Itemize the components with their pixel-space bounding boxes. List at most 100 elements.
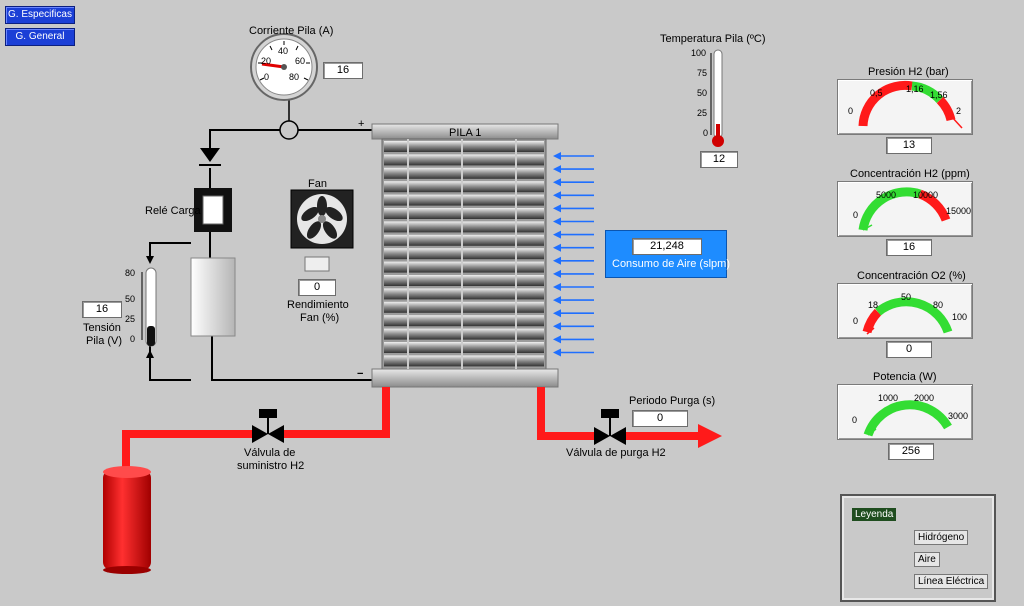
air-arrow-head (553, 178, 561, 187)
stack-fin (384, 342, 544, 353)
o2-conc-tick-50: 50 (901, 292, 911, 302)
temperature-tick-25: 25 (697, 108, 708, 118)
temperature-tick-0: 0 (703, 128, 709, 138)
current-gauge (250, 33, 318, 101)
o2-conc-value: 0 (886, 341, 932, 358)
diode-icon (199, 148, 221, 166)
hydrogen-cylinder-icon (103, 466, 151, 574)
voltage-tick-80: 80 (125, 268, 136, 278)
o2-conc-title: Concentración O2 (%) (857, 270, 966, 282)
legend-title: Leyenda (852, 508, 897, 521)
legend-air-label: Aire (914, 552, 940, 567)
stack-fin (384, 261, 544, 273)
stack-fin (384, 315, 544, 327)
air-flow-arrows (553, 152, 594, 357)
air-consumption-panel: 21,248 Consumo de Aire (slpm) (605, 230, 730, 278)
air-arrow-head (553, 283, 561, 291)
current-tick-40: 40 (278, 46, 289, 56)
power-tick-2000: 2000 (914, 393, 934, 403)
o2-conc-tick-80: 80 (933, 300, 943, 310)
fan-indicator (304, 256, 330, 272)
h2-pressure-tick-2: 2 (956, 106, 961, 116)
current-tick-60: 60 (295, 56, 306, 66)
electric-lines (149, 129, 372, 381)
purge-period-value: 0 (632, 410, 688, 427)
supply-valve-icon (252, 409, 284, 443)
current-tick-0: 0 (264, 72, 270, 82)
temperature-tick-75: 75 (697, 68, 708, 78)
current-sensor-icon (279, 120, 299, 140)
supply-valve-label-1: Válvula de (244, 447, 296, 459)
temperature-thermometer (710, 49, 724, 147)
voltage-value: 16 (82, 301, 122, 318)
temperature-title: Temperatura Pila (ºC) (660, 33, 766, 45)
fan-performance-label-2: Fan (%) (300, 312, 340, 324)
h2-pressure-tick-116: 1,16 (906, 84, 924, 94)
h2-conc-tick-15000: 15000 (946, 206, 971, 216)
stack-fin (384, 167, 544, 179)
h2-pressure-tick-156: 1,56 (930, 90, 948, 100)
power-gauge: 0 1000 2000 3000 (837, 384, 973, 440)
temperature-tick-100: 100 (691, 48, 707, 58)
air-arrow-head (553, 191, 561, 200)
h2-pressure-tick-0: 0 (848, 106, 853, 116)
purge-period-label: Periodo Purga (s) (629, 395, 716, 407)
o2-conc-tick-0: 0 (853, 316, 858, 326)
relay-icon (194, 188, 232, 232)
purge-valve-label: Válvula de purga H2 (566, 447, 666, 459)
air-consumption-label: Consumo de Aire (slpm) (612, 258, 730, 270)
voltage-label-1: Tensión (83, 322, 121, 334)
power-title: Potencia (W) (873, 371, 937, 383)
purge-valve-icon (594, 409, 626, 445)
specific-graphs-button[interactable]: G. Especificas (5, 6, 75, 24)
fan-performance-label-1: Rendimiento (287, 299, 349, 311)
voltage-tick-50: 50 (125, 294, 136, 304)
legend-hydrogen-label: Hidrógeno (914, 530, 969, 545)
o2-conc-tick-100: 100 (952, 312, 967, 322)
fan-performance-value: 0 (298, 279, 336, 296)
power-tick-1000: 1000 (878, 393, 898, 403)
stack-fin (384, 221, 544, 233)
air-arrow-head (553, 243, 561, 252)
stack-fin (384, 301, 544, 313)
h2-conc-tick-0: 0 (853, 210, 858, 220)
current-tick-20: 20 (261, 56, 272, 66)
current-needle (261, 62, 285, 69)
air-arrow-head (553, 348, 561, 357)
stack-plus: + (358, 118, 365, 130)
o2-conc-dial: 0 18 50 80 100 (853, 292, 967, 335)
stack-minus: − (357, 368, 364, 380)
air-arrow-head (553, 335, 561, 344)
air-arrow-head (553, 204, 561, 213)
o2-conc-tick-18: 18 (868, 300, 878, 310)
h2-conc-dial: 0 5000 10000 15000 (853, 187, 971, 231)
supply-valve-label-2: suministro H2 (237, 460, 305, 472)
stack-fin (384, 234, 544, 246)
h2-conc-tick-5000: 5000 (876, 190, 896, 200)
h2-pressure-dial: 0 0,5 1,16 1,56 2 (848, 80, 963, 129)
current-value: 16 (323, 62, 363, 79)
load-block (190, 257, 236, 337)
air-arrow-head (553, 256, 561, 265)
general-graphs-button[interactable]: G. General (5, 28, 75, 46)
voltage-label-2: Pila (V) (86, 335, 123, 347)
stack-title: PILA 1 (449, 127, 482, 139)
stack-fin (384, 248, 544, 260)
h2-pressure-value: 13 (886, 137, 932, 154)
h2-conc-title: Concentración H2 (ppm) (850, 168, 970, 180)
stack-fin (384, 355, 544, 367)
stack-fin (384, 288, 544, 300)
temperature-tick-50: 50 (697, 88, 708, 98)
voltage-bar-meter (141, 267, 157, 347)
current-tick-80: 80 (289, 72, 300, 82)
air-arrow-head (553, 152, 561, 160)
legend-electric-label: Línea Eléctrica (914, 574, 989, 589)
h2-conc-gauge: 0 5000 10000 15000 (837, 181, 973, 237)
power-dial: 0 1000 2000 3000 (852, 393, 968, 437)
h2-pressure-gauge: 0 0,5 1,16 1,56 2 (837, 79, 973, 135)
h2-conc-tick-10000: 10000 (913, 190, 938, 200)
power-tick-3000: 3000 (948, 411, 968, 421)
voltage-tick-25: 25 (125, 314, 136, 324)
stack-fin (384, 141, 544, 152)
